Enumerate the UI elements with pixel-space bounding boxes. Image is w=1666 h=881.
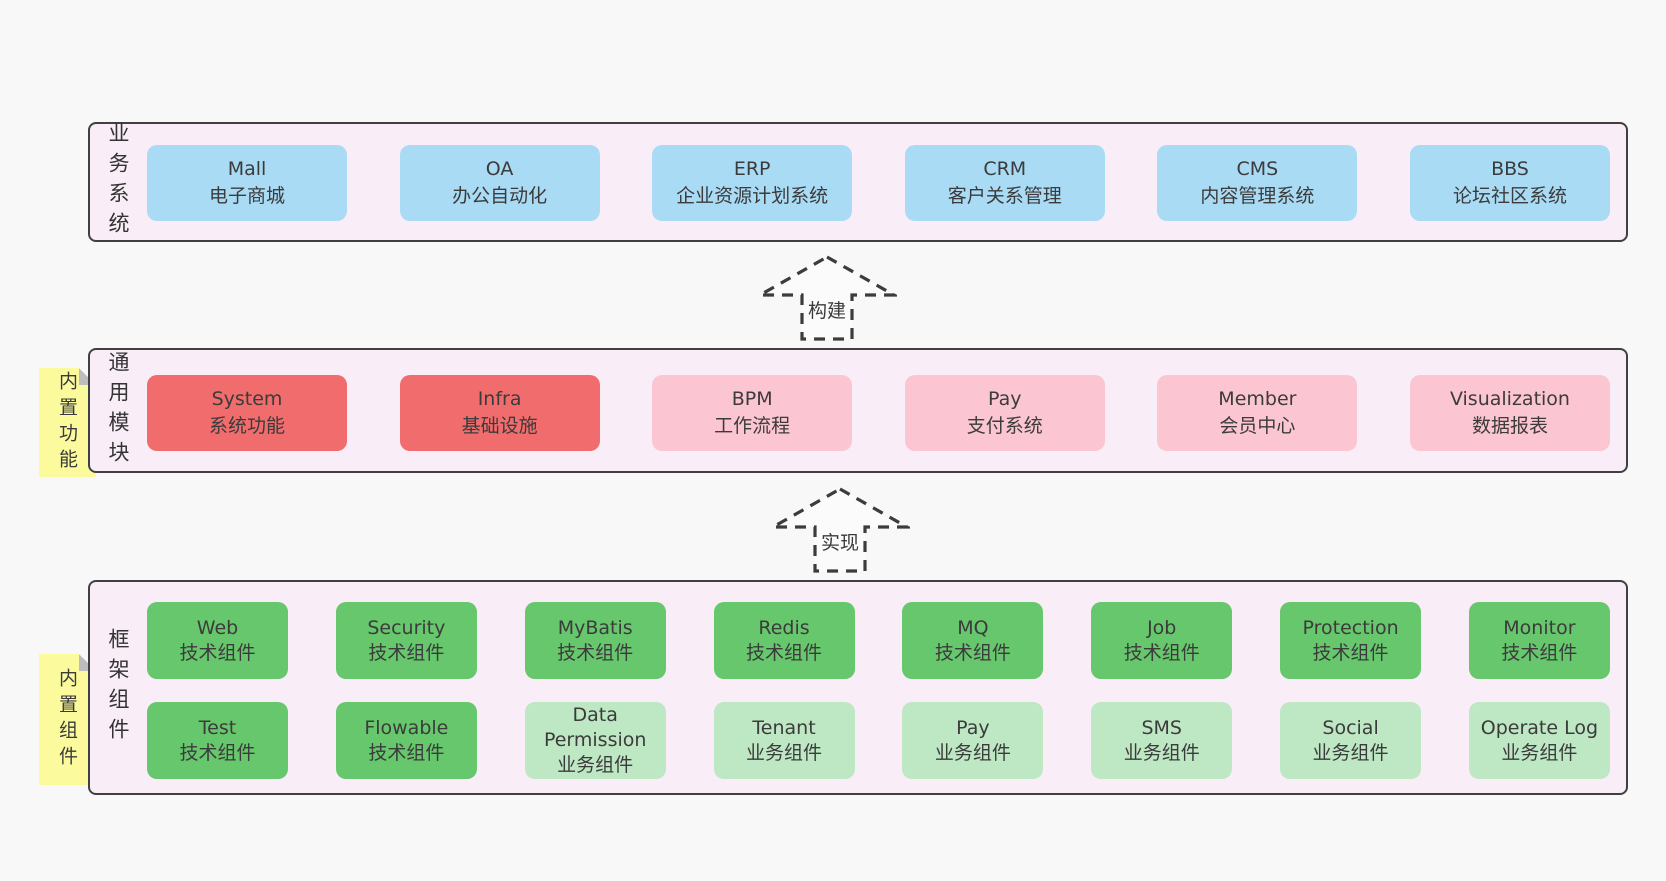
arrow-build: 构建	[753, 254, 901, 342]
panel-label: 框架组件	[106, 627, 130, 748]
box-title: Web	[196, 616, 239, 639]
box-title: Redis	[758, 616, 810, 639]
box-member: Member 会员中心	[1157, 375, 1358, 451]
box-title: Monitor	[1503, 616, 1576, 639]
box-job: Job 技术组件	[1091, 602, 1233, 679]
box-tenant: Tenant 业务组件	[713, 702, 855, 779]
box-title: Social	[1322, 716, 1379, 739]
box-subtitle: 业务组件	[1123, 741, 1200, 764]
box-title: Flowable	[364, 716, 449, 739]
box-title: Tenant	[752, 716, 816, 739]
box-title: Operate Log	[1480, 716, 1599, 739]
box-security: Security 技术组件	[335, 602, 477, 679]
box-social: Social 业务组件	[1280, 702, 1422, 779]
box-title: Member	[1218, 388, 1297, 411]
box-subtitle: 电子商城	[208, 185, 285, 207]
box-title: SMS	[1141, 716, 1182, 739]
box-subtitle: 客户关系管理	[947, 185, 1062, 207]
box-web: Web 技术组件	[147, 602, 288, 679]
box-title: CMS	[1236, 158, 1279, 181]
box-title: Pay	[988, 388, 1022, 411]
box-cms: CMS 内容管理系统	[1157, 145, 1358, 221]
box-subtitle: 技术组件	[179, 741, 256, 764]
box-data-permission: Data Permission 业务组件	[524, 702, 666, 779]
box-title: Pay	[956, 716, 990, 739]
box-flowable: Flowable 技术组件	[335, 702, 477, 779]
box-subtitle: 技术组件	[1123, 641, 1200, 664]
box-title: Test	[198, 716, 237, 739]
box-subtitle: 技术组件	[934, 641, 1011, 664]
box-title: OA	[485, 158, 514, 181]
box-sms: SMS 业务组件	[1091, 702, 1233, 779]
box-bpm: BPM 工作流程	[652, 375, 853, 451]
box-title: Data Permission	[543, 704, 647, 752]
box-subtitle: 技术组件	[1312, 641, 1389, 664]
box-test: Test 技术组件	[147, 702, 288, 779]
box-pay-component: Pay 业务组件	[902, 702, 1044, 779]
box-subtitle: 业务组件	[746, 741, 823, 764]
panel-label: 业务系统	[106, 122, 130, 242]
box-pay-module: Pay 支付系统	[904, 375, 1105, 451]
panel-business-systems: 业务系统 Mall 电子商城 OA 办公自动化 ERP 企业资源计划系统 CRM…	[88, 122, 1628, 242]
arrow-label: 实现	[817, 528, 863, 555]
box-subtitle: 技术组件	[179, 641, 256, 664]
arrow-label: 构建	[804, 296, 850, 323]
box-subtitle: 企业资源计划系统	[676, 185, 829, 207]
box-title: Mall	[227, 158, 267, 181]
box-monitor: Monitor 技术组件	[1468, 602, 1610, 679]
box-title: Job	[1147, 616, 1177, 639]
box-protection: Protection 技术组件	[1280, 602, 1422, 679]
box-subtitle: 业务组件	[1501, 741, 1578, 764]
panel-label: 通用模块	[106, 350, 130, 471]
box-subtitle: 技术组件	[746, 641, 823, 664]
box-title: CRM	[983, 158, 1027, 181]
box-subtitle: 业务组件	[1312, 741, 1389, 764]
box-subtitle: 办公自动化	[452, 185, 548, 207]
box-redis: Redis 技术组件	[713, 602, 855, 679]
box-subtitle: 业务组件	[557, 753, 634, 776]
box-title: MyBatis	[557, 616, 633, 639]
box-mall: Mall 电子商城	[147, 145, 347, 221]
box-subtitle: 业务组件	[934, 741, 1011, 764]
box-subtitle: 技术组件	[557, 641, 634, 664]
tag-label: 内置组件	[56, 667, 78, 772]
arrow-implement: 实现	[766, 486, 914, 574]
box-subtitle: 技术组件	[368, 641, 445, 664]
box-mq: MQ 技术组件	[902, 602, 1044, 679]
box-title: Protection	[1302, 616, 1399, 639]
box-title: ERP	[733, 158, 771, 181]
box-subtitle: 工作流程	[714, 415, 791, 437]
box-subtitle: 内容管理系统	[1200, 185, 1315, 207]
box-title: BPM	[731, 388, 773, 411]
box-crm: CRM 客户关系管理	[904, 145, 1105, 221]
panel-common-modules: 通用模块 System 系统功能 Infra 基础设施 BPM 工作流程 Pay…	[88, 348, 1628, 473]
box-title: BBS	[1491, 158, 1529, 181]
panel-framework-components: 框架组件 Web 技术组件 Security 技术组件 MyBatis 技术组件…	[88, 580, 1628, 795]
box-subtitle: 支付系统	[966, 415, 1043, 437]
box-title: MQ	[957, 616, 989, 639]
box-subtitle: 基础设施	[461, 415, 538, 437]
sticky-tag-built-in-functions: 内置功能	[39, 368, 96, 477]
box-title: Security	[367, 616, 446, 639]
box-subtitle: 技术组件	[1501, 641, 1578, 664]
box-subtitle: 论坛社区系统	[1452, 185, 1567, 207]
box-title: Visualization	[1449, 388, 1570, 411]
box-mybatis: MyBatis 技术组件	[524, 602, 666, 679]
box-system: System 系统功能	[147, 375, 347, 451]
box-erp: ERP 企业资源计划系统	[652, 145, 853, 221]
box-visualization: Visualization 数据报表	[1409, 375, 1610, 451]
box-bbs: BBS 论坛社区系统	[1409, 145, 1610, 221]
tag-label: 内置功能	[56, 370, 78, 475]
box-oa: OA 办公自动化	[399, 145, 600, 221]
box-infra: Infra 基础设施	[399, 375, 600, 451]
box-operate-log: Operate Log 业务组件	[1468, 702, 1610, 779]
box-subtitle: 数据报表	[1471, 415, 1548, 437]
box-title: Infra	[477, 388, 522, 411]
box-subtitle: 系统功能	[208, 415, 285, 437]
box-subtitle: 技术组件	[368, 741, 445, 764]
box-title: System	[211, 388, 283, 411]
box-subtitle: 会员中心	[1219, 415, 1296, 437]
